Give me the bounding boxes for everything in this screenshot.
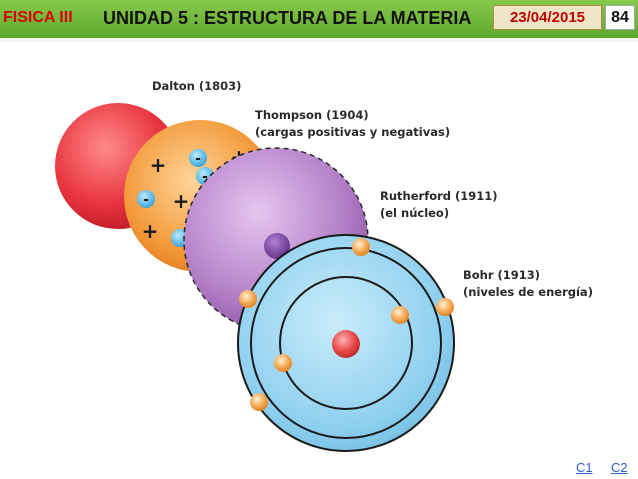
negative-charge: - [137,190,155,208]
rutherford-label: Rutherford (1911) (el núcleo) [380,188,498,222]
date-badge: 23/04/2015 [493,5,602,30]
electron [352,238,370,256]
electron [250,393,268,411]
model-name: Dalton (1803) [152,79,242,93]
course-title: FISICA III [3,9,73,26]
model-description: (el núcleo) [380,206,450,220]
positive-charge: + [173,189,190,213]
positive-charge: + [142,219,159,243]
electron [239,290,257,308]
svg-text:-: - [195,151,201,167]
negative-charge: - [189,149,207,167]
electron [274,354,292,372]
page-number: 84 [605,5,635,30]
electron [436,298,454,316]
model-description: (cargas positivas y negativas) [255,125,451,139]
unit-title: UNIDAD 5 : ESTRUCTURA DE LA MATERIA [103,8,472,28]
svg-text:-: - [143,192,149,208]
slide-header: FISICA III UNIDAD 5 : ESTRUCTURA DE LA M… [0,0,638,39]
header-divider [0,38,638,42]
orbit-outer [250,247,442,439]
electron [391,306,409,324]
dalton-label: Dalton (1803) [152,78,241,95]
bohr-nucleus [332,330,360,358]
model-name: Rutherford (1911) [380,189,498,203]
positive-charge: + [150,153,167,177]
bohr-sphere [237,234,455,452]
svg-text:-: - [202,169,208,185]
model-name: Bohr (1913) [463,268,541,282]
orbit-inner [279,276,413,410]
model-description: (niveles de energía) [463,285,593,299]
bohr-label: Bohr (1913) (niveles de energía) [463,267,593,301]
link-c2[interactable]: C2 [611,460,628,475]
model-name: Thompson (1904) [255,108,369,122]
link-c1[interactable]: C1 [576,460,593,475]
rutherford-nucleus [264,233,290,259]
thompson-label: Thompson (1904) (cargas positivas y nega… [255,107,450,141]
